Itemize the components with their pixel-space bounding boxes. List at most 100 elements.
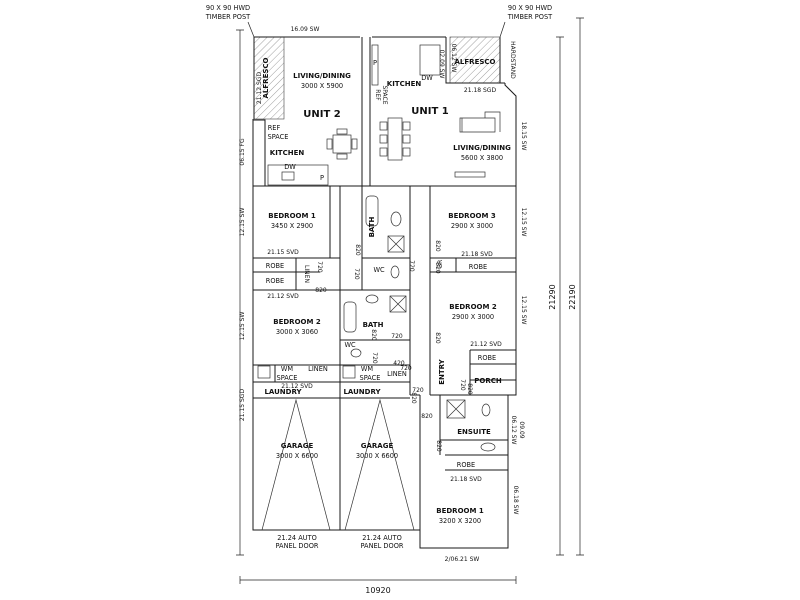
u1-ensuite-basin (480, 442, 496, 452)
post-note-right-line2: TIMBER POST (507, 13, 553, 21)
u2-bathtub (343, 301, 357, 333)
post-note-left-line1: 90 X 90 HWD (206, 4, 250, 12)
window-alfresco-left: 21.12 SGD (256, 72, 263, 105)
u2-laundry-tub (257, 365, 271, 379)
window-top-left: 16.09 SW (291, 26, 320, 33)
garage-door-left-line2: PANEL DOOR (276, 542, 319, 550)
door-size-15: 720 (459, 379, 466, 391)
u1-space-label-2: SPACE (360, 374, 381, 382)
u2-garage-label: GARAGE (281, 442, 314, 450)
post-note-right-line1: 90 X 90 HWD (508, 4, 552, 12)
u2-vanity-basin (365, 294, 379, 304)
dimension-lines (236, 17, 584, 584)
door-size-5: 820 (434, 240, 441, 252)
u2-sink (281, 171, 295, 181)
window-bed2-bottom: 21.12 SVD (470, 341, 502, 348)
garage-door-left-line1: 21.24 AUTO (277, 534, 317, 542)
window-bed1-left: 12.15 SW (239, 208, 246, 237)
u1-bed1-dim: 3200 X 3200 (439, 517, 481, 525)
u1-entry-label: ENTRY (438, 358, 446, 384)
u1-bed2-dim: 2900 X 3000 (452, 313, 494, 321)
u1-bed1-label: BEDROOM 1 (436, 507, 484, 515)
u1-alfresco-label: ALFRESCO (455, 58, 496, 66)
u1-bed3-label: BEDROOM 3 (448, 212, 496, 220)
u2-bed2-dim: 3000 X 3060 (276, 328, 318, 336)
door-size-7: 720 (391, 333, 403, 340)
u1-dining-table (379, 117, 411, 161)
u2-robe2-label: ROBE (266, 277, 284, 285)
u1-p-label: P (373, 59, 377, 67)
u2-laundry-label: LAUNDRY (264, 388, 302, 396)
u1-bed3-dim: 2900 X 3000 (451, 222, 493, 230)
u2-kitchen-bench (267, 164, 329, 186)
garage-door-right-line2: PANEL DOOR (361, 542, 404, 550)
u2-wc-label: WC (344, 341, 356, 349)
u1-toilet (390, 265, 400, 279)
door-size-10: 820 (410, 392, 417, 404)
u2-bed1-dim: 3450 X 2900 (271, 222, 313, 230)
window-top-right: 06.12 SW (450, 44, 457, 73)
u1-vanity-basin (390, 211, 402, 227)
u2-shower (389, 295, 407, 313)
post-note-left-line2: TIMBER POST (205, 13, 251, 21)
u1-wc-label: WC (373, 266, 385, 274)
u2-bath-label: BATH (363, 321, 384, 329)
door-size-6: 720 (371, 352, 378, 364)
u1-wm-label: WM (361, 365, 374, 373)
window-living-right: 18.15 SW (520, 122, 527, 151)
u2-linen2-label: LINEN (308, 365, 328, 373)
u1-bath-label: BATH (368, 216, 376, 237)
u1-robe3-label: ROBE (469, 263, 487, 271)
u2-wm-label: WM (281, 365, 294, 373)
window-bed3-bottom: 21.18 SVD (461, 251, 493, 258)
u2-dw-label: DW (284, 163, 296, 171)
u1-porch-label: PORCH (474, 377, 502, 385)
window-fg: 06.15 FG (239, 138, 246, 166)
u2-linen-label: LINEN (303, 265, 310, 283)
u2-living-label: LIVING/DINING (293, 72, 351, 80)
u1-kitchen-label: KITCHEN (387, 80, 422, 88)
u1-kitchen-bench (371, 44, 379, 86)
u2-living-dim: 3000 X 5900 (301, 82, 343, 90)
u1-lounge (459, 111, 501, 133)
u2-alfresco-label: ALFRESCO (262, 57, 270, 98)
u1-robe2-label: ROBE (478, 354, 496, 362)
window-bed2-left: 12.15 SW (239, 312, 246, 341)
u2-bed1-label: BEDROOM 1 (268, 212, 316, 220)
u2-dining-table (326, 128, 358, 160)
door-size-17: 820 (370, 329, 377, 341)
overall-width-dim: 10920 (365, 586, 390, 595)
u2-toilet (350, 348, 362, 358)
garage-roof-lines (261, 398, 415, 531)
u1-living-label: LIVING/DINING (453, 144, 511, 152)
u2-space-label: SPACE (268, 133, 289, 141)
u1-br-label: BR (437, 260, 444, 268)
depth-dim-inner: 21290 (548, 284, 557, 309)
unit-1-label: UNIT 1 (411, 106, 449, 117)
u2-ref-label: REF (268, 124, 281, 132)
u2-bed2-label: BEDROOM 2 (273, 318, 321, 326)
u1-linen-label: LINEN (387, 370, 407, 378)
u1-ensuite-toilet (481, 403, 491, 417)
hardstand-label: HARDSTAND (509, 41, 516, 79)
door-size-4: 820 (315, 287, 327, 294)
door-size-13: 820 (421, 413, 433, 420)
u1-bed2-label: BEDROOM 2 (449, 303, 497, 311)
window-bed3-right: 12.15 SW (520, 208, 527, 237)
window-ensuite-right: 06.12 SW (510, 416, 517, 445)
u1-bathtub (365, 195, 379, 227)
u1-dw-label: DW (421, 74, 433, 82)
u1-ref-label: REF (374, 89, 381, 101)
door-size-11: 420 (393, 360, 405, 367)
door-size-19: 820 (466, 383, 473, 395)
u2-p-label: P (320, 174, 324, 182)
u1-shower (387, 235, 405, 253)
u1-robe1-label: ROBE (457, 461, 475, 469)
door-size-3: 720 (316, 261, 323, 273)
door-size-14: 820 (435, 440, 442, 452)
window-bed1-bottom: 21.15 SVD (267, 249, 299, 256)
depth-dim-outer: 22190 (568, 284, 577, 309)
u1-space-label: SPACE (381, 85, 388, 104)
u1-laundry-label: LAUNDRY (343, 388, 381, 396)
